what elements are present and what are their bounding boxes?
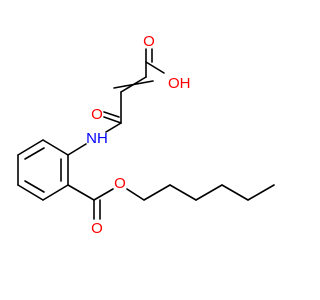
bond <box>143 184 171 201</box>
ester-oxygen-label: O <box>114 175 126 192</box>
bond <box>67 184 95 201</box>
atom-label-layer: O OH O NH O O <box>86 33 190 237</box>
bond <box>105 122 122 133</box>
bond <box>24 180 45 193</box>
bond <box>17 139 44 156</box>
bond <box>195 184 223 201</box>
bond <box>103 116 122 124</box>
bond <box>17 184 44 201</box>
bond <box>24 147 45 160</box>
bond <box>221 184 249 201</box>
bond <box>93 188 114 201</box>
bond <box>67 143 87 156</box>
bond-layer <box>17 48 275 220</box>
bond <box>145 61 165 74</box>
carboxyl-hydroxyl-label: OH <box>168 75 191 92</box>
amide-carbonyl-oxygen-label: O <box>91 106 103 123</box>
bond <box>42 184 69 201</box>
amide-nh-label: NH <box>86 130 108 147</box>
carboxyl-carbonyl-oxygen-label: O <box>143 33 155 50</box>
bond <box>126 188 145 201</box>
bond <box>169 184 197 201</box>
bond <box>42 139 69 156</box>
structure-canvas: O OH O NH O O <box>17 33 275 237</box>
molecule-structure: O OH O NH O O <box>17 33 275 237</box>
bond <box>247 184 275 201</box>
bond <box>103 111 120 118</box>
bond <box>113 80 154 89</box>
ester-carbonyl-oxygen-label: O <box>91 220 103 237</box>
